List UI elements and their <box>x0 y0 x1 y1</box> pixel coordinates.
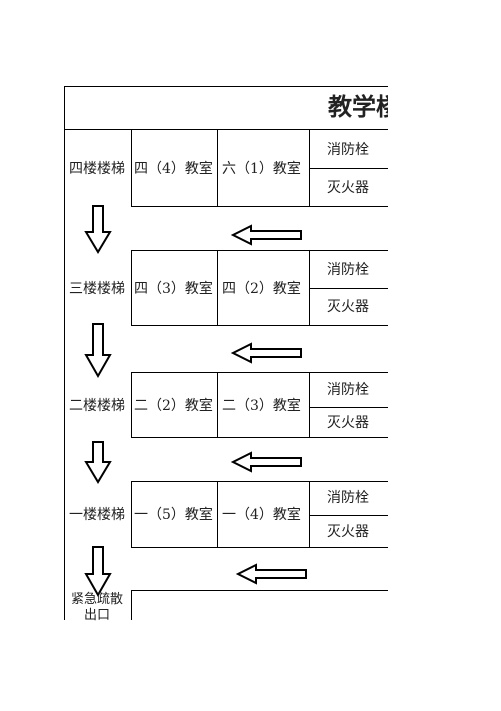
floor4-room-b: 六（1）教室 <box>222 161 301 177</box>
arrow-left-icon <box>230 342 302 364</box>
floor2-bottom-border <box>131 437 388 438</box>
floor2-hydrant: 消防栓 <box>327 382 369 398</box>
floor1-col-divider-1 <box>131 481 132 547</box>
arrow-down-icon <box>84 323 112 379</box>
arrow-left-icon <box>235 563 307 585</box>
floor1-stair-label: 一楼楼梯 <box>69 507 125 523</box>
frame-top <box>64 86 388 87</box>
floor3-top-border <box>131 250 388 251</box>
floor2-col-divider-3 <box>309 372 310 437</box>
page-title: 教学楼 <box>328 92 388 121</box>
floor4-col-divider-1 <box>131 129 132 206</box>
floor4-stair-label: 四楼楼梯 <box>69 161 125 177</box>
floor4-room-a: 四（4）教室 <box>134 161 213 177</box>
floor1-extinguisher: 灭火器 <box>327 524 369 540</box>
floor4-col-divider-2 <box>217 129 218 206</box>
floor3-room-a: 四（3）教室 <box>134 281 213 297</box>
floor1-col-divider-3 <box>309 481 310 547</box>
exit-label-line1: 紧急疏散 <box>71 592 124 607</box>
floor3-col-divider-1 <box>131 250 132 325</box>
arrow-down-icon <box>84 441 112 484</box>
title-bottom-border <box>64 129 388 130</box>
floor2-col-divider-2 <box>217 372 218 437</box>
arrow-down-icon <box>84 546 112 598</box>
floor4-mid-line <box>309 168 388 169</box>
floor3-col-divider-3 <box>309 250 310 325</box>
floor4-bottom-border <box>131 206 388 207</box>
floor1-bottom-border <box>131 547 388 548</box>
floor2-mid-line <box>309 407 388 408</box>
evacuation-plan-sheet: 教学楼 四楼楼梯 四（4）教室 六（1）教室 消防栓 灭火器 三楼楼梯 四（3）… <box>64 86 388 623</box>
floor3-col-divider-2 <box>217 250 218 325</box>
floor1-room-a: 一（5）教室 <box>134 507 213 523</box>
floor2-top-border <box>131 372 388 373</box>
floor2-room-b: 二（3）教室 <box>222 398 301 414</box>
floor2-stair-label: 二楼楼梯 <box>69 398 125 414</box>
floor4-hydrant: 消防栓 <box>327 142 369 158</box>
floor3-bottom-border <box>131 325 388 326</box>
exit-col-divider <box>131 590 132 620</box>
floor1-room-b: 一（4）教室 <box>222 507 301 523</box>
arrow-down-icon <box>84 205 112 254</box>
floor3-room-b: 四（2）教室 <box>222 281 301 297</box>
floor1-col-divider-2 <box>217 481 218 547</box>
floor2-room-a: 二（2）教室 <box>134 398 213 414</box>
arrow-left-icon <box>230 224 302 246</box>
arrow-left-icon <box>230 451 302 473</box>
floor3-stair-label: 三楼楼梯 <box>69 281 125 297</box>
floor1-top-border <box>131 481 388 482</box>
floor4-col-divider-3 <box>309 129 310 206</box>
floor3-extinguisher: 灭火器 <box>327 299 369 315</box>
floor1-hydrant: 消防栓 <box>327 490 369 506</box>
exit-label-line2: 出口 <box>84 608 111 623</box>
floor3-mid-line <box>309 288 388 289</box>
frame-left <box>64 86 65 620</box>
floor2-col-divider-1 <box>131 372 132 437</box>
floor2-extinguisher: 灭火器 <box>327 415 369 431</box>
exit-top-border <box>131 590 388 591</box>
floor1-mid-line <box>309 515 388 516</box>
floor3-hydrant: 消防栓 <box>327 262 369 278</box>
floor4-extinguisher: 灭火器 <box>327 180 369 196</box>
